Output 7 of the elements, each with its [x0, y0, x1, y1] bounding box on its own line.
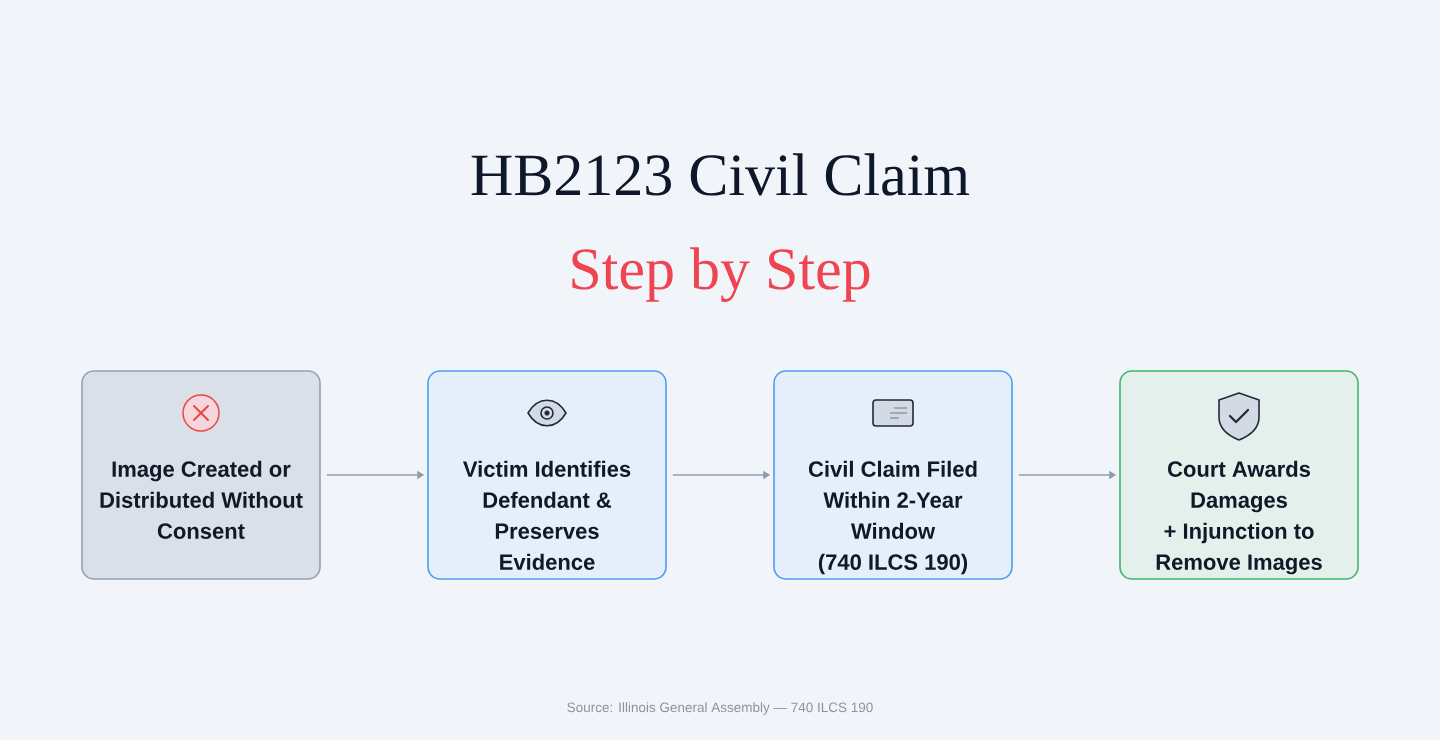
source-note: Source: Illinois General Assembly — 740 ILCS 190 [567, 702, 873, 715]
title: HB2123 Civil Claim [471, 153, 970, 196]
step-box: Victim Identifies Defendant & Preserves Evidence [427, 370, 667, 580]
subtitle: Step by Step [572, 247, 870, 302]
step-box: Civil Claim Filed Within 2-Year Window (740 ILCS 190) [773, 370, 1013, 580]
step-box: Image Created or Distributed Without Consent [81, 370, 321, 580]
step-box: Court Awards Damages + Injunction to Remove Images [1119, 370, 1359, 580]
